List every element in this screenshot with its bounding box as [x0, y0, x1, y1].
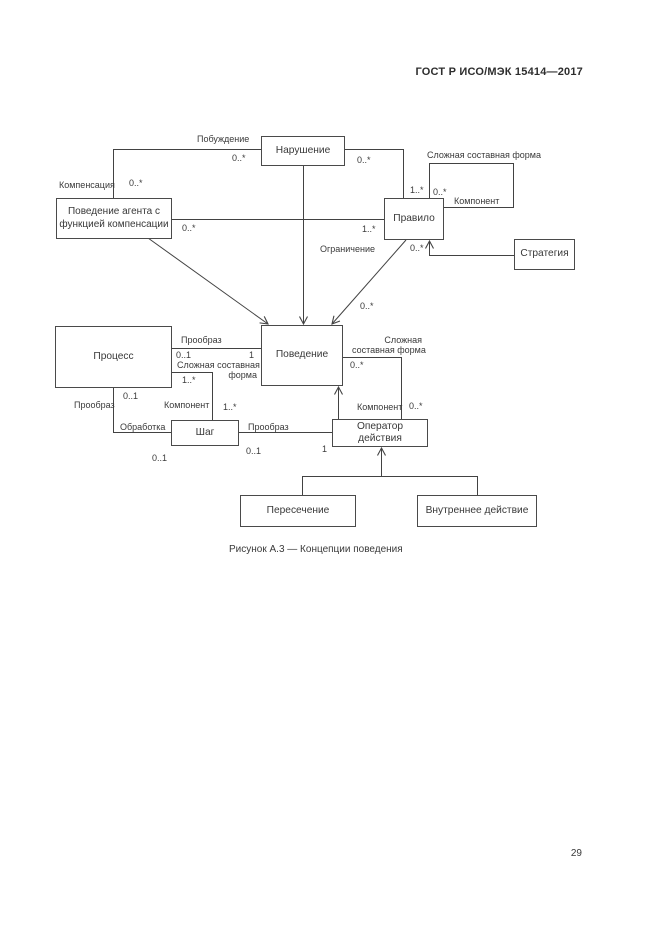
label-slozhnaya-process-line2: форма — [228, 370, 257, 381]
edge-process-step-obrabotka — [113, 388, 171, 433]
mult-agent-rule-right: 1..* — [362, 224, 376, 234]
label-slozhnaya-behavior: Сложная составная форма — [352, 335, 426, 356]
node-agent: Поведение агента с функцией компенсации — [56, 198, 172, 239]
node-internal: Внутреннее действие — [417, 495, 537, 527]
mult-strategy: 0..* — [410, 243, 424, 253]
label-komponent-step: Компонент — [164, 400, 210, 410]
edge-violation-rule — [345, 149, 404, 198]
node-intersection: Пересечение — [240, 495, 356, 527]
label-pobuzhdenie: Побуждение — [197, 134, 250, 144]
mult-proc-bottom: 0..1 — [123, 391, 139, 401]
label-slozhnaya-behavior-line1: Сложная — [384, 335, 422, 345]
mult-rule-loop: 0..* — [433, 187, 447, 197]
mult-proobraz-01: 0..1 — [176, 350, 192, 360]
figure-caption: Рисунок А.3 — Концепции поведения — [229, 544, 403, 555]
label-komponent-rule: Компонент — [454, 196, 500, 206]
node-violation: Нарушение — [261, 136, 345, 166]
label-ogranichenie: Ограничение — [320, 244, 375, 254]
mult-step-left: 0..1 — [152, 453, 168, 463]
label-proobraz-top: Прообраз — [181, 335, 222, 345]
mult-behav-loop: 0..* — [350, 360, 364, 370]
mult-oper-loop: 0..* — [409, 401, 423, 411]
label-obrabotka: Обработка — [120, 422, 166, 432]
edge-process-step-composite — [172, 372, 213, 420]
node-behavior: Поведение — [261, 325, 343, 386]
node-process: Процесс — [55, 326, 172, 388]
label-komponent-operator: Компонент — [357, 402, 403, 412]
edge-strategy-rule — [425, 239, 514, 256]
mult-agent-rule-left: 0..* — [182, 223, 196, 233]
mult-slozh-proc: 1..* — [182, 375, 196, 385]
label-slozhnaya-behavior-line2: составная форма — [352, 345, 426, 356]
mult-rule-top: 1..* — [410, 185, 424, 195]
mult-viol-left: 0..* — [232, 153, 246, 163]
label-kompensaciya: Компенсация — [59, 180, 115, 190]
node-rule: Правило — [384, 198, 444, 240]
node-operator: Оператор действия — [332, 419, 428, 447]
node-strategy: Стратегия — [514, 239, 575, 270]
mult-komp: 0..* — [129, 178, 143, 188]
document-header: ГОСТ Р ИСО/МЭК 15414—2017 — [415, 66, 583, 78]
label-slozhnaya-rule: Сложная составная форма — [427, 150, 541, 160]
edge-rule-selfloop — [429, 163, 514, 208]
node-step: Шаг — [171, 420, 239, 446]
mult-step-top: 1..* — [223, 402, 237, 412]
label-slozhnaya-process: Сложная составная форма — [177, 360, 260, 381]
label-proobraz-step: Прообраз — [248, 422, 289, 432]
mult-oper-left: 1 — [322, 444, 328, 454]
edge-pobuzhdenie — [113, 149, 261, 198]
mult-step-right: 0..1 — [246, 446, 262, 456]
mult-proobraz-1: 1 — [249, 350, 255, 360]
mult-viol-right: 0..* — [357, 155, 371, 165]
edge-behavior-operator-composite — [343, 357, 402, 419]
label-proobraz-left: Прообраз — [74, 400, 115, 410]
edge-generalization-bus — [302, 476, 478, 495]
mult-ogranich: 0..* — [360, 301, 374, 311]
page-number: 29 — [570, 848, 582, 859]
edge-agent-behavior — [147, 237, 269, 325]
label-slozhnaya-process-line1: Сложная составная — [177, 360, 260, 370]
edge-rule-behavior — [331, 239, 407, 325]
